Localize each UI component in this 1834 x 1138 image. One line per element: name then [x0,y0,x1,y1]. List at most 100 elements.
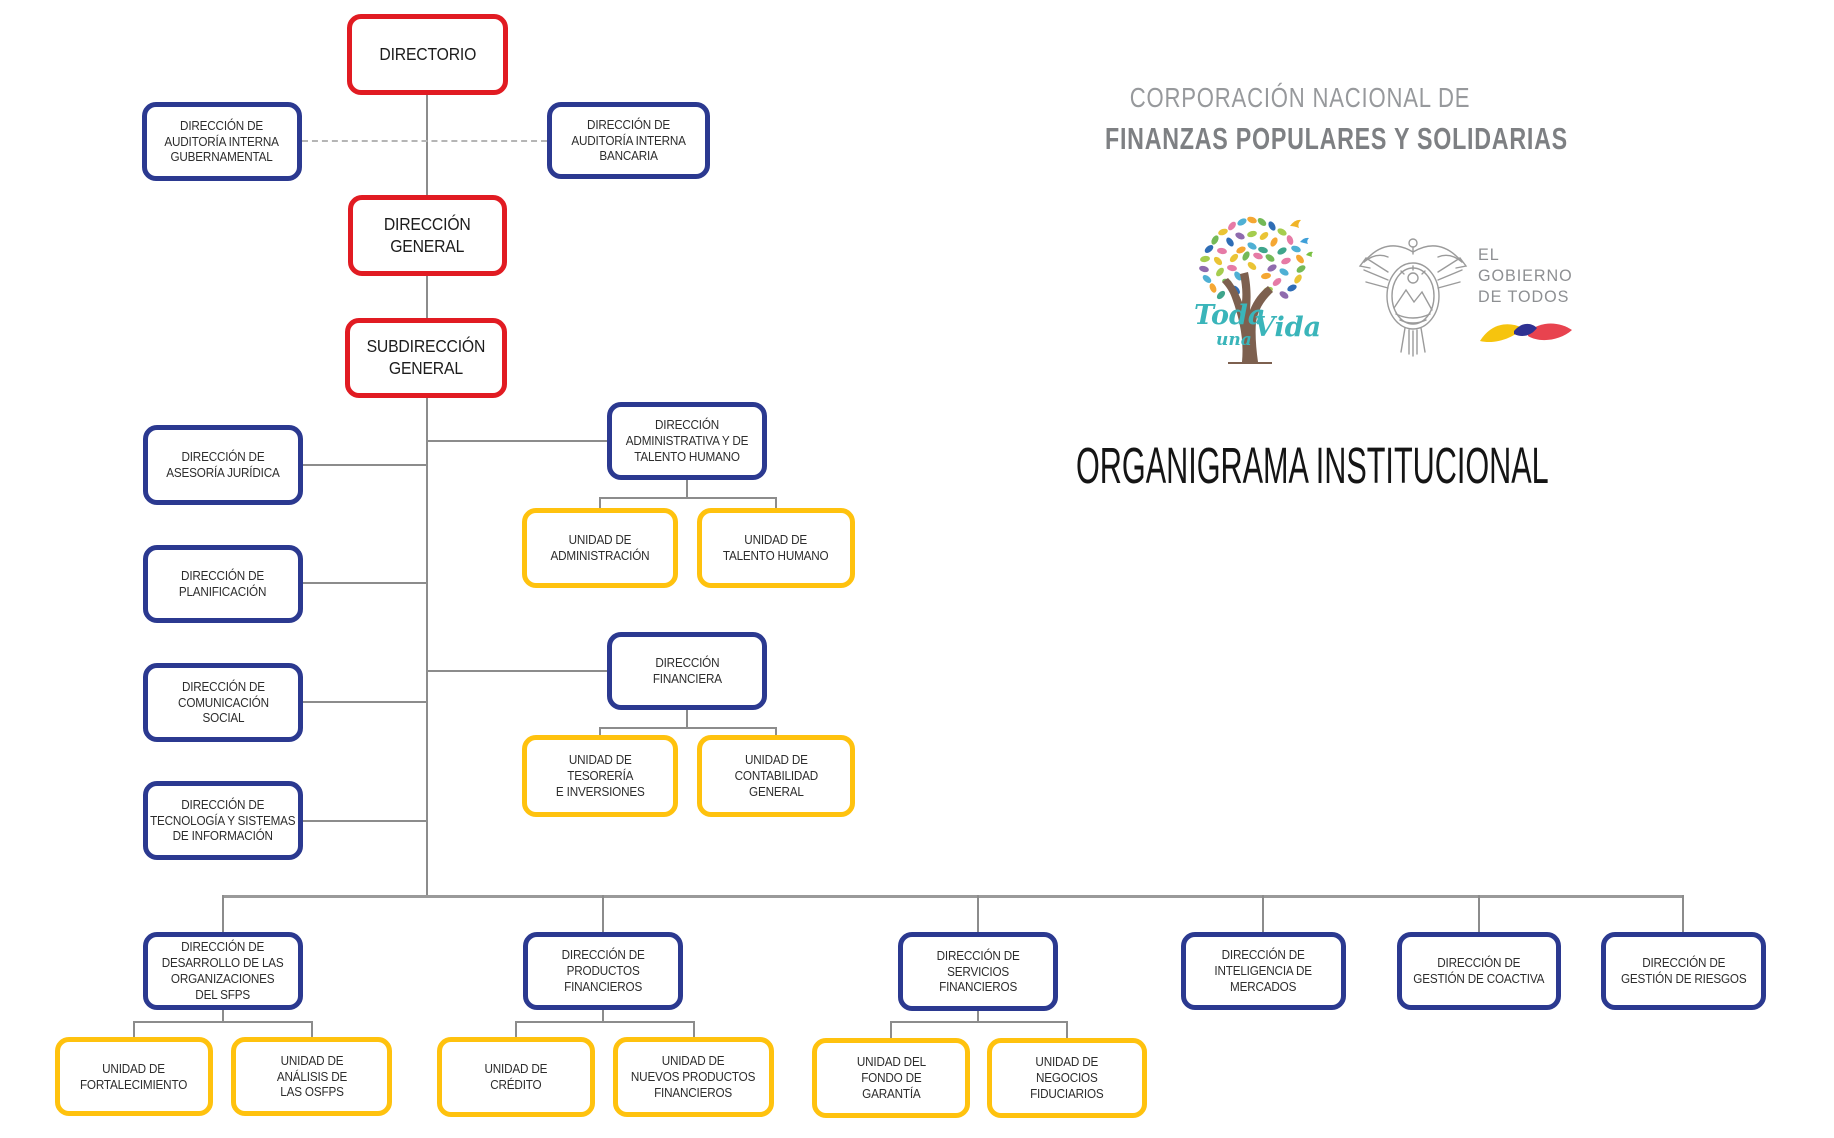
page-title: ORGANIGRAMA INSTITUCIONAL [1076,437,1549,494]
node-label: DIRECCIÓN FINANCIERA [652,655,722,686]
node-direccion-general: DIRECCIÓN GENERAL [348,195,507,276]
node-unidad-fortalecimiento: UNIDAD DE FORTALECIMIENTO [55,1037,213,1116]
connector [311,1021,313,1037]
node-gestion-coactiva: DIRECCIÓN DE GESTIÓN DE COACTIVA [1397,932,1561,1010]
node-label: UNIDAD DE CONTABILIDAD GENERAL [734,752,818,799]
connector [515,1021,695,1023]
org-name-line2: FINANZAS POPULARES Y SOLIDARIAS [1105,121,1568,156]
node-unidad-administracion: UNIDAD DE ADMINISTRACIÓN [522,508,678,588]
ecuador-crest-logo [1358,238,1468,357]
node-label: UNIDAD DE FORTALECIMIENTO [80,1060,188,1092]
connector [1262,895,1264,932]
node-unidad-tesoreria: UNIDAD DE TESORERÍA E INVERSIONES [522,735,678,817]
connector [1478,895,1480,932]
tricolor-ribbon [1480,323,1572,343]
node-label: DIRECCIÓN DE AUDITORÍA INTERNA BANCARIA [571,116,686,164]
node-label: UNIDAD DE TALENTO HUMANO [723,532,829,563]
connector [426,94,428,195]
connector [1066,1021,1068,1038]
node-label: UNIDAD DEL FONDO DE GARANTÍA [856,1054,926,1101]
node-label: DIRECCIÓN GENERAL [384,213,471,256]
connector [222,895,224,932]
connector [303,701,427,703]
connector [599,727,601,736]
node-unidad-contabilidad: UNIDAD DE CONTABILIDAD GENERAL [697,735,855,817]
node-auditoria-bancaria: DIRECCIÓN DE AUDITORÍA INTERNA BANCARIA [547,102,710,179]
connector [303,464,427,466]
gobierno-logo-text: EL GOBIERNO DE TODOS [1478,244,1573,307]
node-productos-financieros: DIRECCIÓN DE PRODUCTOS FINANCIEROS [523,932,683,1010]
toda-una-vida-logo: Toda una Vida [1194,216,1321,364]
connector [133,1021,135,1037]
node-label: DIRECCIÓN DE GESTIÓN DE COACTIVA [1413,955,1545,986]
node-desarrollo-organizaciones: DIRECCIÓN DE DESARROLLO DE LAS ORGANIZAC… [143,932,303,1010]
node-unidad-analisis-osfps: UNIDAD DE ANÁLISIS DE LAS OSFPS [231,1037,392,1116]
node-directorio: DIRECTORIO [347,14,508,95]
node-unidad-fondo-garantia: UNIDAD DEL FONDO DE GARANTÍA [812,1038,970,1118]
node-label: DIRECCIÓN DE GESTIÓN DE RIESGOS [1620,955,1747,986]
connector [599,497,601,508]
tree-trunk [1222,272,1273,364]
node-label: UNIDAD DE NUEVOS PRODUCTOS FINANCIEROS [631,1053,756,1100]
org-name-line1: CORPORACIÓN NACIONAL DE [1129,82,1471,113]
tree-wordmark: Toda una Vida [1194,300,1321,350]
node-label: DIRECCIÓN DE AUDITORÍA INTERNA GUBERNAME… [164,117,280,165]
connector [977,895,979,932]
connector [693,1021,695,1037]
connector [599,727,777,729]
svg-text:una: una [1216,330,1252,350]
node-tecnologia-sistemas: DIRECCIÓN DE TECNOLOGÍA Y SISTEMAS DE IN… [143,781,303,860]
connector [686,480,688,498]
connector [602,1010,604,1022]
connector [133,1021,313,1023]
node-financiera: DIRECCIÓN FINANCIERA [607,632,767,710]
node-label: SUBDIRECCIÓN GENERAL [366,336,486,378]
node-label: DIRECCIÓN DE PRODUCTOS FINANCIEROS [561,947,645,994]
gobierno-line2: GOBIERNO [1478,266,1573,285]
connector [686,710,688,728]
node-label: UNIDAD DE CRÉDITO [484,1061,548,1092]
node-label: DIRECCIÓN ADMINISTRATIVA Y DE TALENTO HU… [625,417,749,464]
node-unidad-negocios-fiduciarios: UNIDAD DE NEGOCIOS FIDUCIARIOS [987,1038,1147,1118]
node-label: DIRECCIÓN DE PLANIFICACIÓN [179,568,267,599]
node-auditoria-gubernamental: DIRECCIÓN DE AUDITORÍA INTERNA GUBERNAME… [142,102,302,181]
svg-text:Vida: Vida [1254,312,1321,343]
node-label: UNIDAD DE ADMINISTRACIÓN [550,532,650,563]
connector [303,582,427,584]
node-label: DIRECCIÓN DE ASESORÍA JURÍDICA [166,449,280,480]
connector [775,727,777,736]
node-inteligencia-mercados: DIRECCIÓN DE INTELIGENCIA DE MERCADOS [1181,932,1346,1010]
org-name: CORPORACIÓN NACIONAL DE FINANZAS POPULAR… [1040,82,1568,157]
connector [426,275,428,318]
connector [602,895,604,932]
connector-rail [222,895,1684,898]
node-gestion-riesgos: DIRECCIÓN DE GESTIÓN DE RIESGOS [1601,932,1766,1010]
svg-text:Toda: Toda [1194,300,1265,331]
node-label: DIRECTORIO [379,43,476,64]
node-unidad-talento-humano: UNIDAD DE TALENTO HUMANO [697,508,855,588]
connector [427,670,607,672]
connector [515,1021,517,1037]
connector-dashed [302,140,547,142]
connector [977,1011,979,1022]
gobierno-line3: DE TODOS [1478,287,1570,306]
connector [1682,895,1684,932]
node-unidad-nuevos-productos: UNIDAD DE NUEVOS PRODUCTOS FINANCIEROS [613,1037,774,1117]
node-subdireccion-general: SUBDIRECCIÓN GENERAL [345,318,507,398]
node-label: DIRECCIÓN DE INTELIGENCIA DE MERCADOS [1214,947,1313,994]
connector [599,497,777,499]
connector [775,497,777,508]
connector [427,440,607,442]
node-label: DIRECCIÓN DE TECNOLOGÍA Y SISTEMAS DE IN… [150,796,296,844]
connector [890,1021,1068,1023]
node-planificacion: DIRECCIÓN DE PLANIFICACIÓN [143,545,303,623]
connector [890,1021,892,1038]
node-label: UNIDAD DE TESORERÍA E INVERSIONES [555,752,645,799]
node-unidad-credito: UNIDAD DE CRÉDITO [437,1037,595,1117]
connector [222,1010,224,1022]
connector [426,398,428,897]
tree-birds [1290,219,1313,257]
node-label: DIRECCIÓN DE COMUNICACIÓN SOCIAL [177,678,269,726]
node-label: DIRECCIÓN DE SERVICIOS FINANCIEROS [936,947,1020,995]
